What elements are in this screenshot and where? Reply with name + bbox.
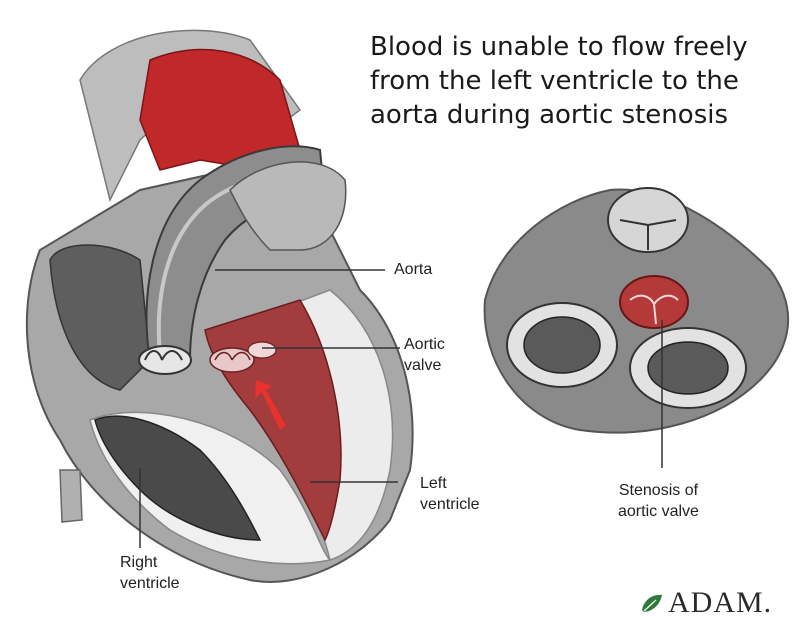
- label-aortic-valve: Aortic valve: [404, 334, 445, 376]
- caption-line-2: from the left ventricle to the: [370, 64, 790, 98]
- label-left-ventricle-line-2: ventricle: [420, 494, 480, 515]
- label-right-ventricle-line-2: ventricle: [120, 573, 180, 594]
- label-aorta: Aorta: [394, 259, 432, 280]
- diagram-caption: Blood is unable to flow freely from the …: [370, 30, 790, 132]
- leaf-icon: [640, 592, 664, 614]
- label-right-ventricle: Right ventricle: [120, 552, 180, 594]
- brand-name: ADAM.: [668, 586, 772, 620]
- label-right-ventricle-line-1: Right: [120, 552, 180, 573]
- label-aortic-valve-line-2: valve: [404, 355, 445, 376]
- adam-logo: ADAM.: [640, 586, 772, 620]
- label-aortic-valve-line-1: Aortic: [404, 334, 445, 355]
- aorta-valve-cusps: [139, 346, 191, 374]
- caption-line-1: Blood is unable to flow freely: [370, 30, 790, 64]
- label-left-ventricle: Left ventricle: [420, 473, 480, 515]
- caption-line-3: aorta during aortic stenosis: [370, 98, 790, 132]
- label-stenosis-line-1: Stenosis of: [618, 480, 699, 501]
- label-stenosis: Stenosis of aortic valve: [618, 480, 699, 522]
- label-left-ventricle-line-1: Left: [420, 473, 480, 494]
- valve-top-view: [485, 188, 789, 433]
- heart-cross-section: [27, 30, 413, 582]
- label-stenosis-line-2: aortic valve: [618, 501, 699, 522]
